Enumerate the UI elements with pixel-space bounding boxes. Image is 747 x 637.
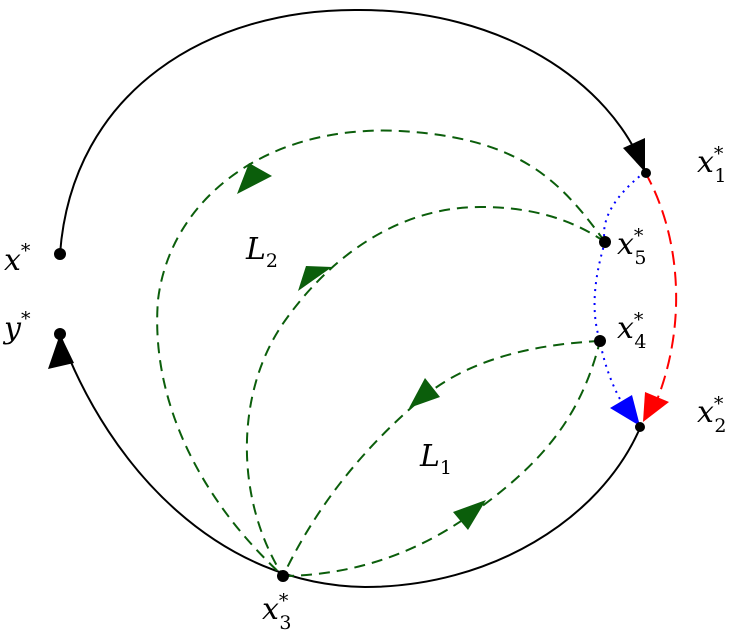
label-y-star: y* <box>2 308 31 346</box>
label-L1: L1 <box>419 439 452 479</box>
label-x1-star: x*1 <box>697 143 727 187</box>
upper-boundary-arc <box>59 8 646 255</box>
green-arrowhead-outer <box>237 163 272 194</box>
point-x2-star <box>635 422 645 432</box>
point-y-star <box>54 328 66 340</box>
label-x3-star: x*3 <box>262 590 292 634</box>
red-dashed-curve <box>644 171 678 406</box>
lower-boundary-arc <box>59 334 641 589</box>
green-arrowhead-inner <box>298 266 332 291</box>
point-x5-star <box>599 236 611 248</box>
red-arrowhead <box>643 392 669 422</box>
label-L2: L2 <box>245 232 278 272</box>
green-curve-outer <box>156 129 606 577</box>
label-x5-star: x*5 <box>617 225 647 269</box>
blue-dotted-curve <box>593 171 646 419</box>
blue-arrowhead <box>610 395 640 426</box>
green-arrowhead-l1-upper <box>409 378 440 408</box>
point-x4-star <box>594 335 606 347</box>
black-arrowhead-top-right <box>623 138 645 172</box>
green-curve-inner <box>245 205 606 577</box>
label-x-star: x* <box>4 240 31 278</box>
point-x3-star <box>277 570 289 582</box>
label-x2-star: x*2 <box>697 393 727 437</box>
green-arrowhead-l1-lower <box>453 500 486 530</box>
point-x1-star <box>641 168 651 178</box>
black-arrowhead-left <box>48 334 74 369</box>
label-x4-star: x*4 <box>617 309 647 353</box>
point-x-star <box>54 248 66 260</box>
